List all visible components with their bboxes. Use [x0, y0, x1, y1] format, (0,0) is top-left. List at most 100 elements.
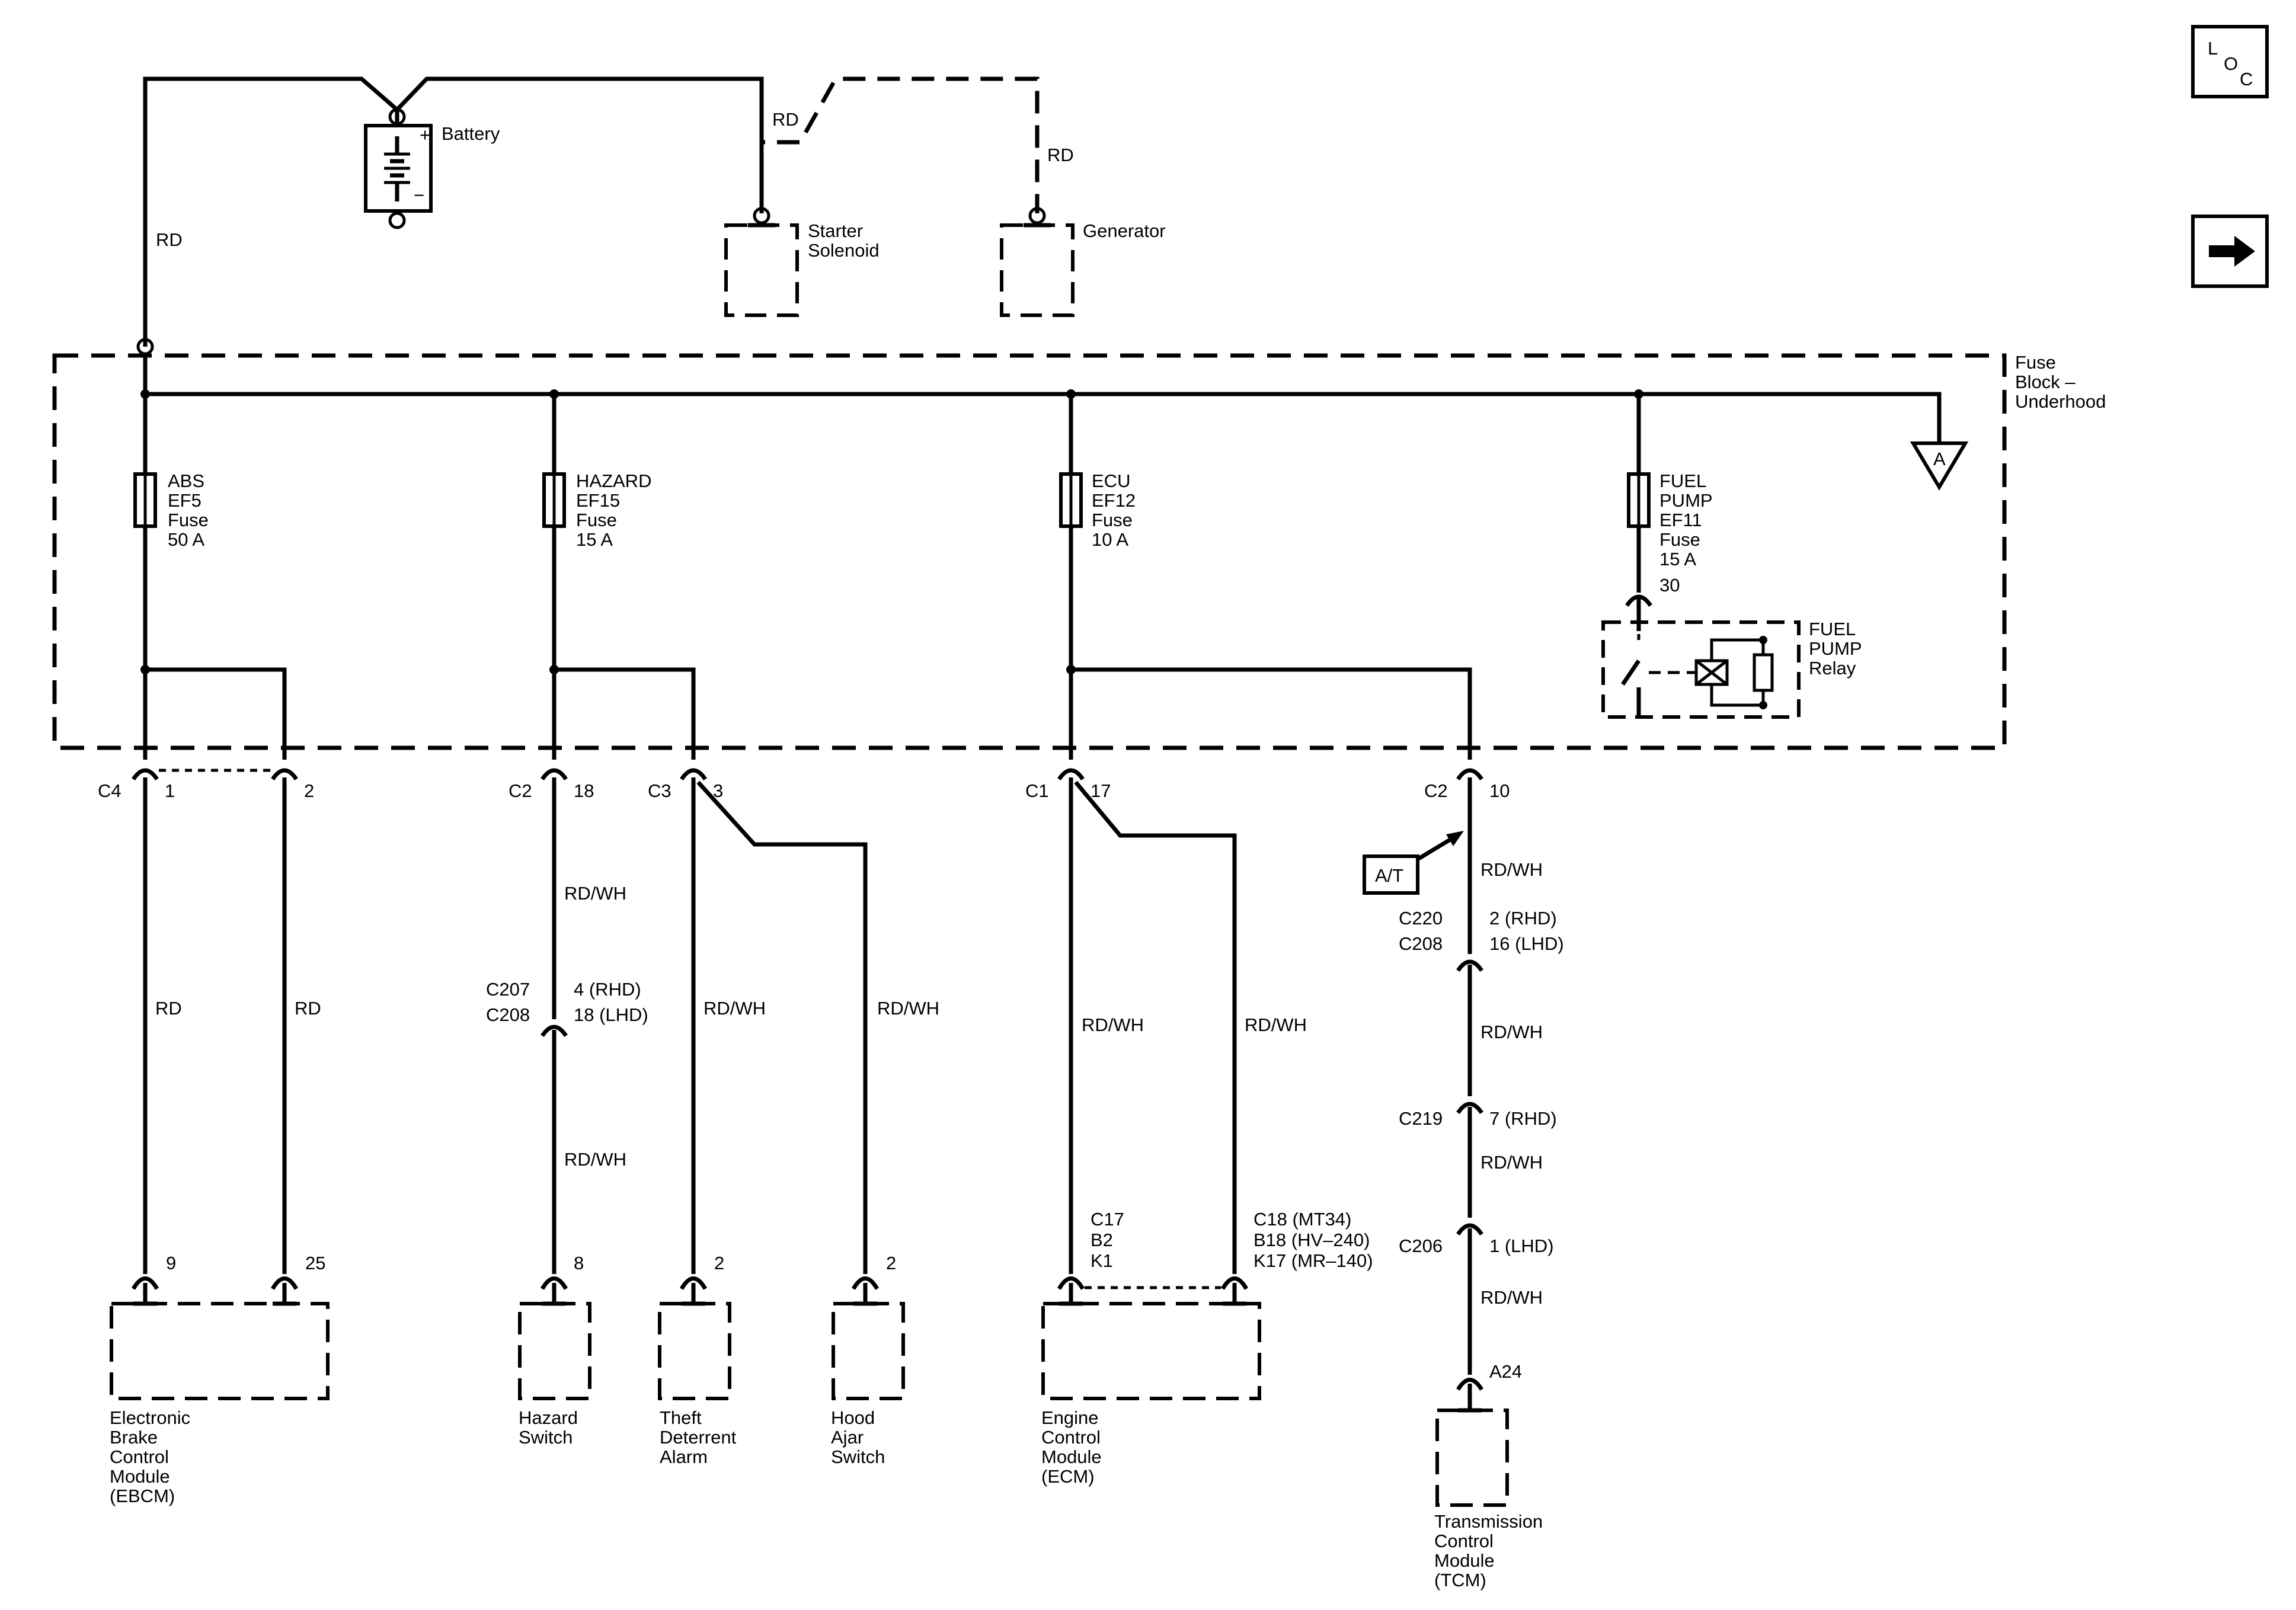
loc-letter-c: C	[2240, 69, 2253, 89]
wire-hazard-upper: RD/WH	[564, 883, 626, 904]
ecm-circuit	[1041, 777, 1261, 1400]
wire-ebcm-rd-1: RD	[155, 998, 182, 1019]
wire-theft: RD/WH	[703, 998, 766, 1019]
tcm-circuit	[1435, 777, 1509, 1507]
pin-ebcm-9: 9	[166, 1253, 176, 1273]
pin-theft-2: 2	[714, 1253, 724, 1273]
next-arrow-button[interactable]	[2191, 215, 2269, 288]
bus-bar	[143, 354, 1942, 441]
wire-hazard-lower: RD/WH	[564, 1149, 626, 1170]
hazard-fuse-label-3: Fuse	[576, 510, 617, 530]
starter-label-2: Solenoid	[808, 240, 880, 261]
fuse-block-label-3: Underhood	[2015, 391, 2106, 412]
tcm-label-4: (TCM)	[1434, 1570, 1486, 1590]
ground-ref-label: A	[1933, 449, 1946, 469]
right-arrow-icon	[2209, 236, 2255, 267]
conn-c3-pin: 3	[713, 780, 723, 801]
ecm-left-pin-3: K1	[1091, 1250, 1113, 1271]
wire-ebcm-rd-2: RD	[295, 998, 321, 1019]
loc-button[interactable]: L O C	[2191, 25, 2269, 98]
conn-c2-tcm: C2	[1424, 780, 1448, 801]
abs-fuse-label-2: EF5	[168, 490, 202, 511]
ecm-left-pin-1: C17	[1091, 1209, 1124, 1230]
conn-c220-pin: 2 (RHD)	[1489, 908, 1557, 929]
at-label: A/T	[1375, 865, 1403, 886]
pin-ebcm-25: 25	[305, 1253, 325, 1273]
wire-tcm-3: RD/WH	[1480, 1152, 1543, 1173]
ebcm-label-2: Brake	[110, 1427, 158, 1448]
conn-c208-hazard-pin: 18 (LHD)	[574, 1004, 648, 1025]
fuse-block-outline	[52, 353, 2007, 750]
hood-label-3: Switch	[831, 1446, 885, 1467]
ecm-right-pin-1: C18 (MT34)	[1253, 1209, 1351, 1230]
wire-tcm-2: RD/WH	[1480, 1022, 1543, 1042]
conn-c2-hazard: C2	[509, 780, 532, 801]
ecu-fuse-label-2: EF12	[1092, 490, 1136, 511]
conn-c2-hazard-pin: 18	[574, 780, 594, 801]
wire-ecm-2: RD/WH	[1245, 1014, 1307, 1035]
conn-c208-hazard: C208	[486, 1004, 530, 1025]
fuel-fuse-label-4: Fuse	[1659, 529, 1700, 550]
conn-c208-tcm-pin: 16 (LHD)	[1489, 933, 1564, 954]
wire-tcm-4: RD/WH	[1480, 1287, 1543, 1308]
hazard-fuse-label-1: HAZARD	[576, 470, 651, 491]
hazard-fuse-label-2: EF15	[576, 490, 620, 511]
conn-c4-pin2: 2	[304, 780, 314, 801]
conn-c207-pin: 4 (RHD)	[574, 979, 641, 1000]
ecm-label-2: Control	[1041, 1427, 1101, 1448]
pin-tcm-a24: A24	[1489, 1361, 1522, 1382]
ebcm-label-5: (EBCM)	[110, 1486, 175, 1506]
battery-label: Battery	[442, 123, 500, 144]
theft-label-3: Alarm	[660, 1446, 708, 1467]
tcm-label-3: Module	[1434, 1550, 1495, 1571]
battery-symbol	[364, 108, 433, 229]
relay-label-1: FUEL	[1809, 619, 1856, 639]
theft-label-2: Deterrent	[660, 1427, 737, 1448]
fuel-fuse-label-2: PUMP	[1659, 490, 1713, 511]
hazard-switch-label-1: Hazard	[519, 1407, 578, 1428]
ecm-left-pin-2: B2	[1091, 1230, 1113, 1250]
conn-c2-tcm-pin: 10	[1489, 780, 1510, 801]
loc-letter-l: L	[2208, 38, 2218, 59]
relay-label-2: PUMP	[1809, 638, 1862, 659]
hazard-circuit	[518, 777, 591, 1400]
hood-label-1: Hood	[831, 1407, 875, 1428]
fuse-block-connectors	[132, 748, 1483, 781]
conn-c206-pin: 1 (LHD)	[1489, 1235, 1554, 1256]
abs-fuse	[133, 394, 287, 747]
power-wiring	[143, 76, 1040, 347]
generator-label: Generator	[1083, 220, 1166, 241]
ebcm-label-1: Electronic	[110, 1407, 190, 1428]
starter-solenoid	[724, 207, 799, 317]
conn-c220: C220	[1399, 908, 1443, 929]
abs-fuse-label-4: 50 A	[168, 529, 204, 550]
starter-label-1: Starter	[808, 220, 863, 241]
ground-ref-triangle	[1910, 441, 1969, 491]
ecu-fuse-label-4: 10 A	[1092, 529, 1128, 550]
conn-c1-pin: 17	[1091, 780, 1111, 801]
conn-c219-pin: 7 (RHD)	[1489, 1108, 1557, 1129]
ecm-right-pin-3: K17 (MR–140)	[1253, 1250, 1373, 1271]
ebcm-circuit	[110, 777, 330, 1400]
ecu-fuse	[1059, 394, 1472, 747]
generator	[1000, 207, 1075, 317]
fuel-pump-relay	[1601, 620, 1801, 719]
wire-hood: RD/WH	[877, 998, 939, 1019]
fuel-fuse-label-5: 15 A	[1659, 549, 1696, 569]
conn-c208-tcm: C208	[1399, 933, 1443, 954]
theft-hood-circuit	[658, 777, 905, 1400]
ebcm-label-3: Control	[110, 1446, 169, 1467]
relay-label-3: Relay	[1809, 658, 1856, 678]
at-option-marker	[1363, 831, 1464, 895]
ecm-label-4: (ECM)	[1041, 1466, 1095, 1487]
ecu-fuse-label-1: ECU	[1092, 470, 1130, 491]
tcm-label-1: Transmission	[1434, 1511, 1543, 1532]
wire-label-rd-starter: RD	[772, 109, 799, 130]
hazard-fuse	[542, 394, 696, 747]
conn-c219: C219	[1399, 1108, 1443, 1129]
abs-fuse-label-1: ABS	[168, 470, 204, 491]
wire-label-rd-main: RD	[156, 229, 183, 250]
ecm-label-3: Module	[1041, 1446, 1102, 1467]
